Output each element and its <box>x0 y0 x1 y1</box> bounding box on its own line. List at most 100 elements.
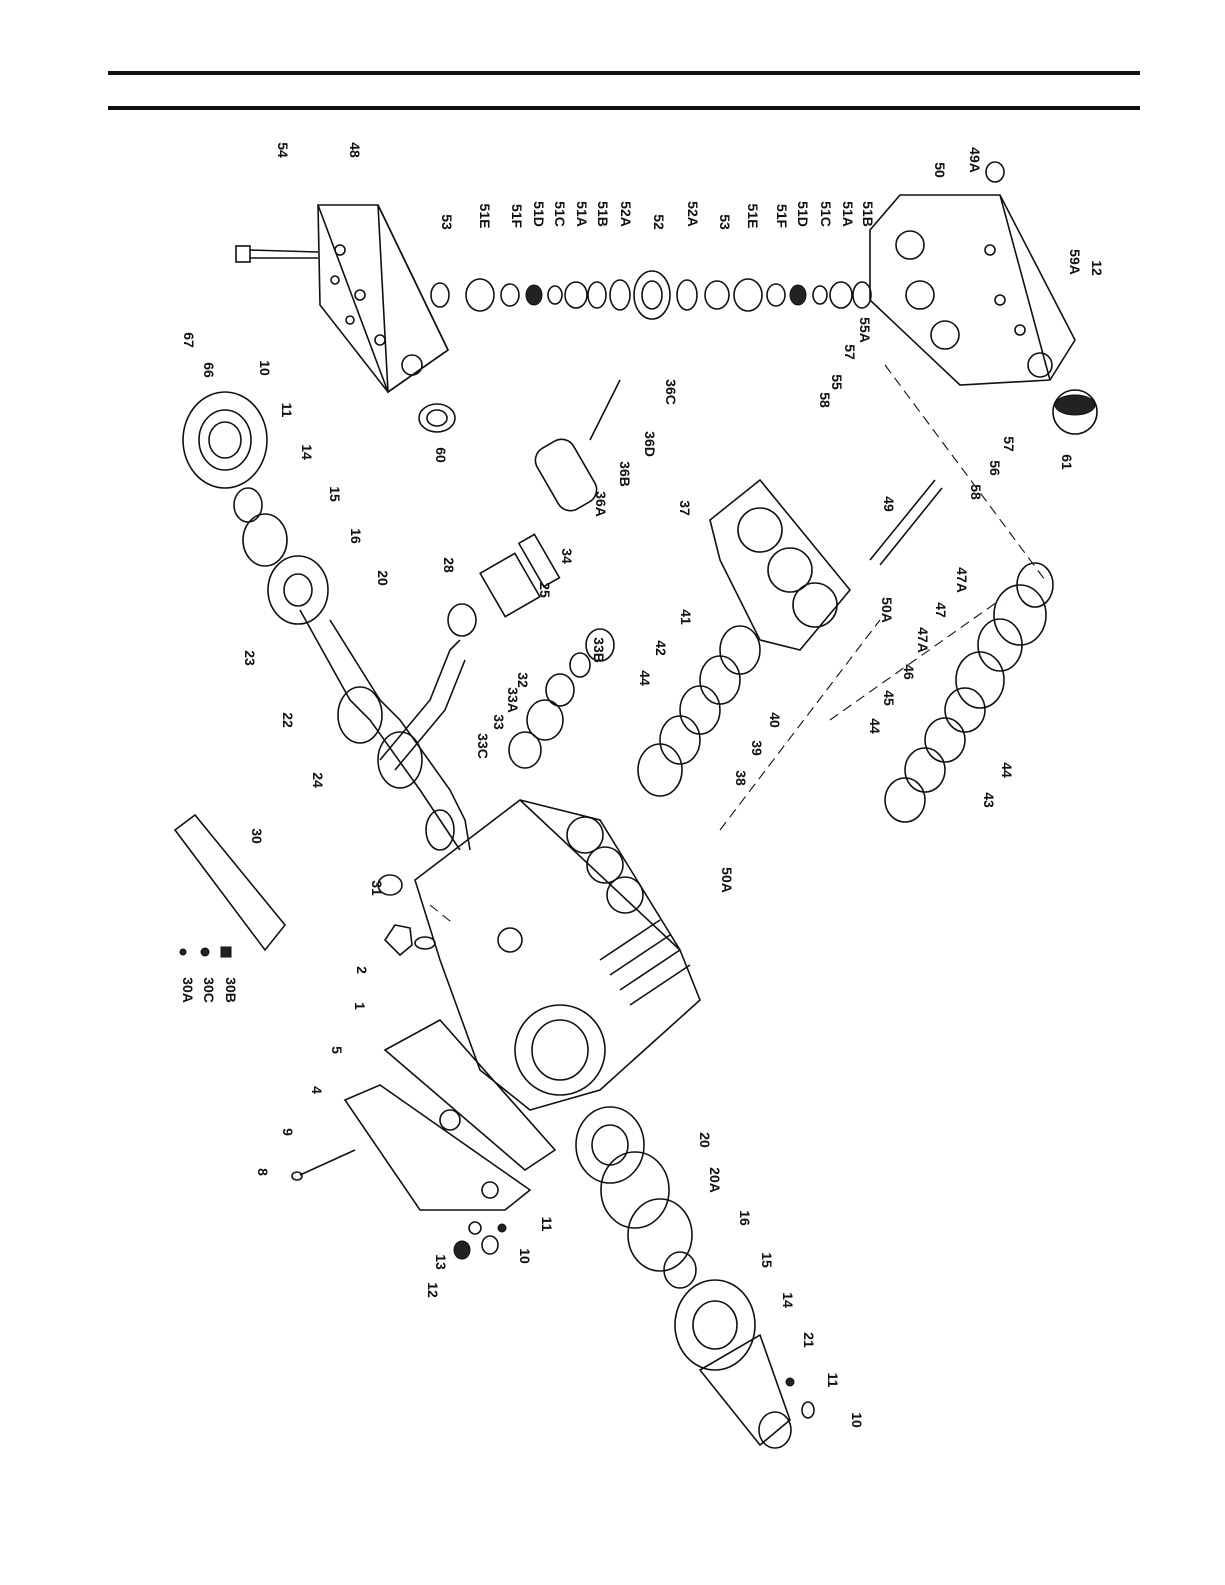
callout-16: 16 <box>348 528 364 544</box>
callout-38: 38 <box>733 770 749 786</box>
callout-51c: 51C <box>552 201 568 227</box>
manifold-block <box>317 204 450 394</box>
callout-13: 13 <box>433 1254 449 1270</box>
callout-51b: 51B <box>595 201 611 227</box>
callout-4: 4 <box>309 1086 325 1094</box>
callout-14: 14 <box>780 1292 796 1308</box>
plug <box>418 403 456 433</box>
rear-cover-gasket <box>383 1018 557 1172</box>
callout-52a: 52A <box>618 201 634 227</box>
bearing-cover <box>182 391 268 489</box>
callout-15: 15 <box>759 1252 775 1268</box>
callout-53: 53 <box>717 214 733 230</box>
callout-12: 12 <box>425 1282 441 1298</box>
callout-30a: 30A <box>180 977 196 1003</box>
top-rule-second <box>108 106 1140 110</box>
callout-30b: 30B <box>223 977 239 1003</box>
stud <box>869 479 943 566</box>
callout-37: 37 <box>677 500 693 516</box>
callout-21: 21 <box>801 1332 817 1348</box>
callout-40: 40 <box>767 712 783 728</box>
callout-24: 24 <box>310 772 326 788</box>
callout-20: 20 <box>697 1132 713 1148</box>
callout-36d: 36D <box>642 431 658 457</box>
callout-56: 56 <box>987 460 1003 476</box>
callout-50: 50 <box>932 162 948 178</box>
callout-51a: 51A <box>840 201 856 227</box>
callout-33c: 33C <box>475 733 491 759</box>
dipstick <box>291 1149 356 1181</box>
callout-47a: 47A <box>915 627 931 653</box>
callout-60: 60 <box>433 447 449 463</box>
callout-2: 2 <box>354 966 370 974</box>
callout-51b: 51B <box>860 201 876 227</box>
manifold-bolt <box>235 245 319 263</box>
callout-31: 31 <box>369 880 385 896</box>
callout-67: 67 <box>181 332 197 348</box>
callout-57: 57 <box>842 344 858 360</box>
seal-housing <box>709 478 852 651</box>
crankcase <box>414 799 701 1111</box>
callout-44: 44 <box>867 718 883 734</box>
callout-11: 11 <box>279 403 295 418</box>
cap-nut <box>985 161 1005 183</box>
callout-23: 23 <box>242 650 258 666</box>
callout-46: 46 <box>901 664 917 680</box>
callout-42: 42 <box>653 640 669 656</box>
callout-51c: 51C <box>818 201 834 227</box>
sight-glass <box>377 874 403 896</box>
seal-pack-lower <box>637 625 761 797</box>
callout-5: 5 <box>329 1046 345 1054</box>
callout-36a: 36A <box>593 491 609 517</box>
callout-44: 44 <box>999 762 1015 778</box>
callout-36b: 36B <box>617 461 633 487</box>
callout-49: 49 <box>881 496 897 512</box>
callout-36c: 36C <box>663 379 679 405</box>
callout-20a: 20A <box>707 1167 723 1193</box>
cover-bolts <box>785 1377 815 1419</box>
callout-44: 44 <box>637 670 653 686</box>
callout-14: 14 <box>299 444 315 460</box>
callout-39: 39 <box>749 740 765 756</box>
callout-48: 48 <box>347 142 363 158</box>
callout-51d: 51D <box>795 201 811 227</box>
callout-8: 8 <box>255 1168 271 1176</box>
callout-15: 15 <box>327 486 343 502</box>
plunger-guide <box>479 533 561 618</box>
callout-51f: 51F <box>509 204 525 229</box>
plunger <box>534 379 621 512</box>
front-bearing-stack <box>575 1106 756 1371</box>
shaft-guard <box>698 1333 792 1449</box>
callout-43: 43 <box>981 792 997 808</box>
callout-55a: 55A <box>857 317 873 343</box>
seal-pack-upper <box>508 628 615 769</box>
valve-stack <box>430 270 872 320</box>
callout-30c: 30C <box>201 977 217 1003</box>
callout-9: 9 <box>280 1128 296 1136</box>
callout-53: 53 <box>439 214 455 230</box>
callout-25: 25 <box>537 582 553 598</box>
seal-pack-right <box>884 562 1054 823</box>
callout-51a: 51A <box>574 201 590 227</box>
connecting-rod <box>379 603 477 771</box>
callout-33a: 33A <box>505 687 521 713</box>
callout-47a: 47A <box>954 567 970 593</box>
callout-51f: 51F <box>774 204 790 229</box>
breather-cap <box>383 924 436 957</box>
callout-1: 1 <box>352 1002 368 1010</box>
callout-47: 47 <box>933 602 949 618</box>
callout-33b: 33B <box>591 637 607 663</box>
callout-20: 20 <box>375 570 391 586</box>
callout-55: 55 <box>829 374 845 390</box>
callout-10: 10 <box>257 360 273 376</box>
callout-12: 12 <box>1089 260 1105 276</box>
callout-50a: 50A <box>879 597 895 623</box>
callout-16: 16 <box>737 1210 753 1226</box>
callout-22: 22 <box>280 712 296 728</box>
crankshaft <box>299 609 471 851</box>
callout-51e: 51E <box>477 204 493 229</box>
callout-30: 30 <box>249 828 265 844</box>
callout-59a: 59A <box>1067 249 1083 275</box>
valve-head-block <box>869 194 1076 386</box>
